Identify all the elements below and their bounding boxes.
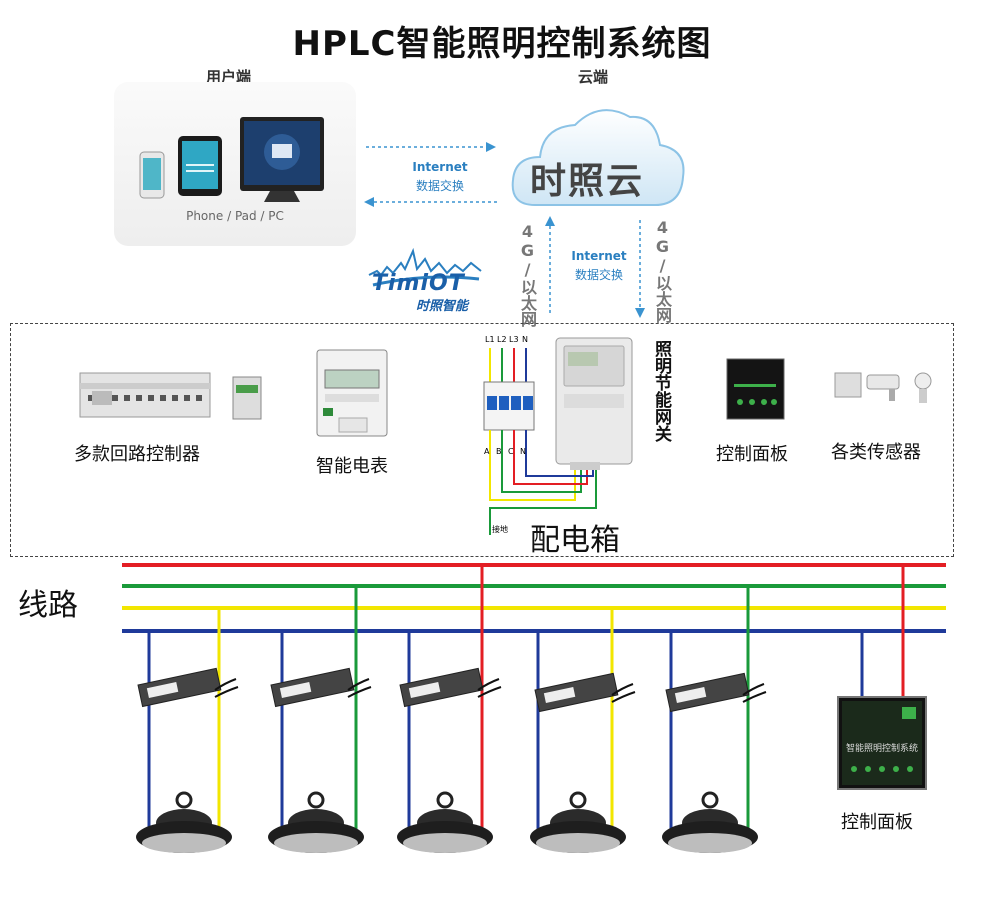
lamp-unit-1 [136, 667, 239, 853]
breaker-gateway-wiring: L1 L2 L3 N A B C N 接地 [483, 335, 633, 535]
distribution-cabinet-box [10, 323, 954, 557]
cloud-name: 时照云 [530, 161, 645, 202]
line-section-label: 线路 [18, 588, 78, 623]
breaker-input-N: N [522, 335, 528, 344]
loop-controller-device [79, 372, 262, 420]
led-driver-icon [270, 667, 355, 708]
monitor-icon [240, 117, 324, 202]
led-driver-icon [534, 672, 619, 713]
arrow-left-icon [364, 197, 374, 207]
control-panel-device [726, 358, 785, 420]
arrow-up-icon [545, 216, 555, 226]
breaker-output-B: B [496, 447, 502, 456]
breaker-output-A: A [484, 447, 490, 456]
diagram-title: HPLC智能照明控制系统图 [292, 24, 712, 64]
smart-meter-device [316, 349, 388, 437]
brand-name-cn: 时照智能 [416, 299, 469, 314]
brand-name-en: TimiOT [372, 271, 465, 296]
tablet-icon [178, 136, 222, 196]
arrow-right-icon [486, 142, 496, 152]
lamp-unit-5 [662, 672, 767, 853]
led-driver-icon [665, 672, 750, 713]
loop-controller-label: 多款回路控制器 [74, 444, 200, 465]
network-label-left: 4G/以太网 [518, 222, 537, 327]
internet-label-2: Internet [571, 249, 627, 263]
lamp-unit-4 [530, 672, 636, 853]
wiring-lines-and-lamps [122, 563, 946, 853]
gateway-device-icon [555, 337, 633, 470]
user-side-label: 用户端 [206, 68, 252, 86]
ground-label: 接地 [492, 524, 508, 534]
network-label-right: 4G/以太网 [653, 218, 672, 323]
lamp-unit-3 [397, 667, 502, 853]
breaker-input-L3: L3 [509, 335, 519, 344]
breaker-output-C: C [508, 447, 514, 456]
internet-link-arrows [364, 142, 498, 207]
network-link-arrows [545, 216, 645, 318]
cloud-icon [511, 109, 685, 206]
cloud-side-label: 云端 [578, 68, 609, 86]
highbay-lamp-icon [268, 791, 364, 853]
highbay-lamp-icon [136, 791, 232, 853]
highbay-lamp-icon [397, 791, 493, 853]
brand-logo [368, 247, 482, 287]
breaker-input-L1: L1 [485, 335, 495, 344]
devices-caption: Phone / Pad / PC [186, 209, 284, 223]
arrow-down-icon [635, 308, 645, 318]
user-devices-illustration [139, 117, 324, 202]
data-exchange-label: 数据交换 [415, 179, 464, 193]
cabinet-label: 配电箱 [530, 523, 620, 558]
line-control-panel-icon [837, 696, 927, 790]
gateway-label: 照明节能网关 [651, 340, 671, 442]
line-control-panel-label: 控制面板 [841, 812, 913, 833]
panel-screen-text: 智能照明控制系统 [845, 744, 918, 754]
sensors-label: 各类传感器 [831, 442, 921, 463]
sensors-device [834, 372, 932, 403]
breaker-output-N: N [520, 447, 526, 456]
phone-icon [139, 151, 165, 199]
control-panel-label: 控制面板 [716, 444, 788, 465]
highbay-lamp-icon [662, 791, 758, 853]
smart-meter-label: 智能电表 [316, 456, 388, 477]
lamp-unit-2 [268, 667, 372, 853]
internet-label: Internet [412, 160, 468, 174]
led-driver-icon [399, 667, 484, 708]
highbay-lamp-icon [530, 791, 626, 853]
circuit-breaker-icon [483, 381, 535, 431]
led-driver-icon [137, 667, 222, 708]
data-exchange-label-2: 数据交换 [574, 268, 623, 282]
breaker-input-L2: L2 [497, 335, 507, 344]
